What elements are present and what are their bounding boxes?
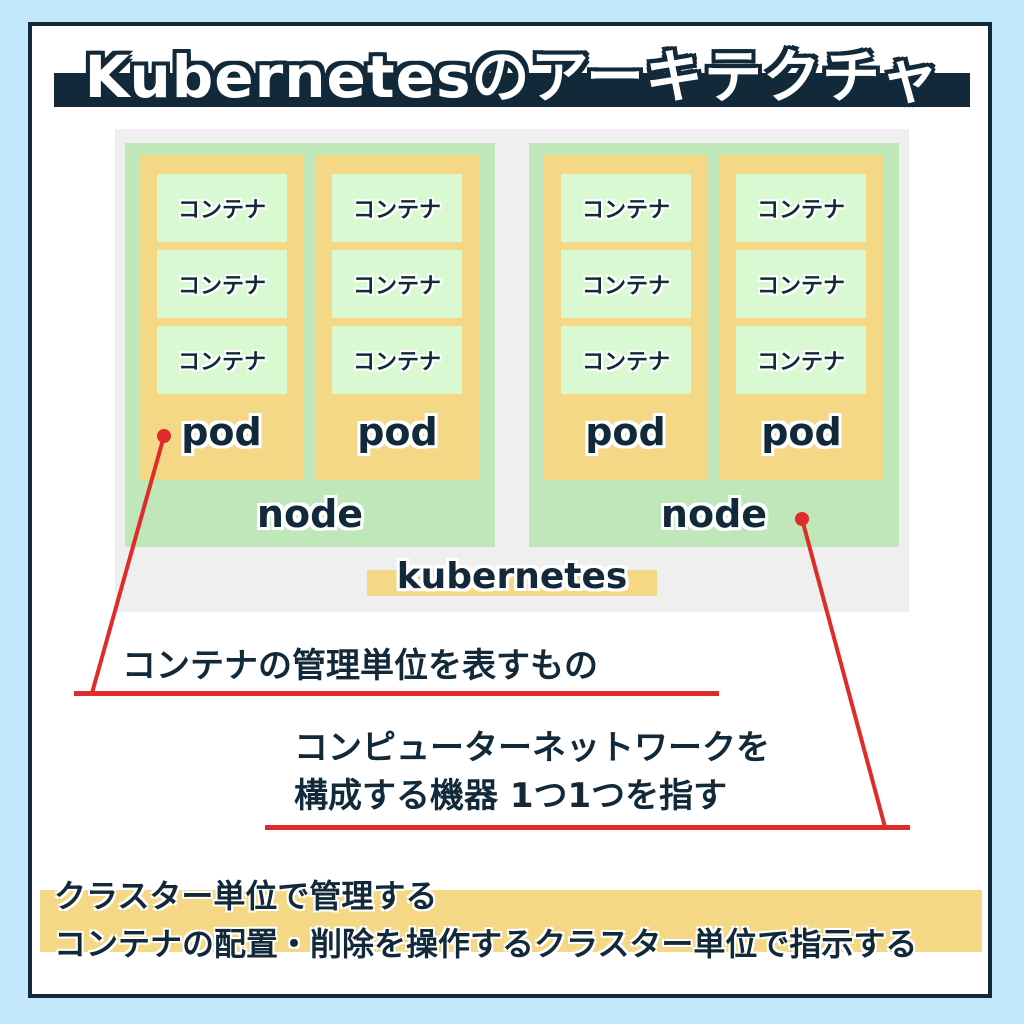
pod-description: コンテナの管理単位を表すもの xyxy=(122,646,598,686)
cluster-note: クラスター単位で管理する コンテナの配置・削除を操作するクラスター単位で指示する xyxy=(54,872,917,968)
container: コンテナ xyxy=(332,174,462,242)
page-title: Kubernetesのアーキテクチャ xyxy=(84,43,940,111)
container: コンテナ xyxy=(332,326,462,394)
cluster-note-highlight xyxy=(40,890,982,952)
node-description-underline xyxy=(265,825,910,830)
container: コンテナ xyxy=(736,326,866,394)
node-callout-dot xyxy=(795,512,809,526)
node-label: node xyxy=(256,492,364,536)
pod-label: pod xyxy=(761,410,842,454)
container: コンテナ xyxy=(157,174,287,242)
pod-description-underline xyxy=(74,691,719,696)
node-description-line1: コンピューターネットワークを xyxy=(294,728,770,768)
container: コンテナ xyxy=(736,250,866,318)
container: コンテナ xyxy=(332,250,462,318)
container: コンテナ xyxy=(157,250,287,318)
pod-callout-dot xyxy=(157,429,171,443)
cluster-note-line2: コンテナの配置・削除を操作するクラスター単位で指示する xyxy=(54,925,918,963)
pod-label: pod xyxy=(357,410,438,454)
cluster-note-line1: クラスター単位で管理する xyxy=(54,877,438,915)
kubernetes-label: kubernetes xyxy=(396,556,628,597)
kubernetes-label-highlight xyxy=(367,570,657,596)
container: コンテナ xyxy=(736,174,866,242)
title-bar xyxy=(54,73,970,107)
node-label: node xyxy=(660,492,768,536)
pod-label: pod xyxy=(585,410,666,454)
container: コンテナ xyxy=(561,250,691,318)
pod-label: pod xyxy=(181,410,262,454)
node-description-line2: 構成する機器 1つ1つを指す xyxy=(294,776,728,816)
container: コンテナ xyxy=(157,326,287,394)
container: コンテナ xyxy=(561,174,691,242)
container: コンテナ xyxy=(561,326,691,394)
